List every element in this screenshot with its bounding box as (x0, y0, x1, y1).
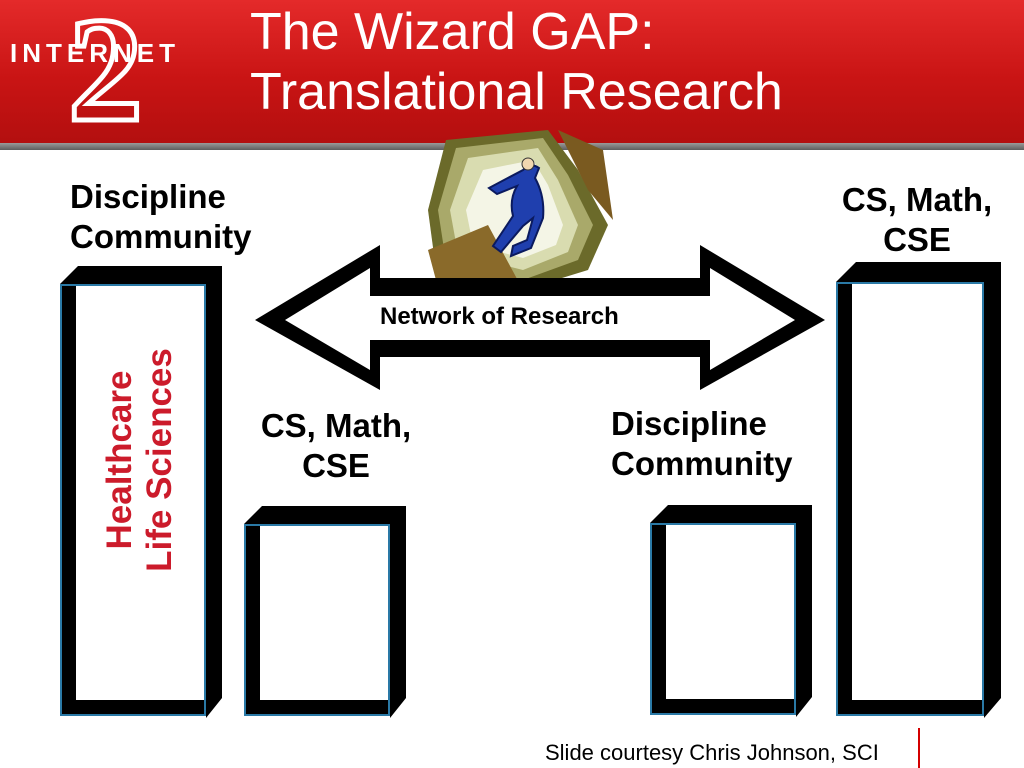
label-line: Discipline (70, 178, 226, 215)
double-headed-arrow (255, 245, 825, 390)
label-line: Discipline (611, 405, 767, 442)
label-cs-math-cse-right: CS, Math, CSE (812, 180, 1022, 260)
label-discipline-community-left: Discipline Community (70, 177, 252, 257)
label-line: CSE (302, 447, 370, 484)
slide-credit: Slide courtesy Chris Johnson, SCI (545, 740, 879, 765)
label-line: Community (611, 445, 793, 482)
label-line: CS, Math, (841, 181, 993, 218)
bar-3d-shadow (836, 262, 1001, 718)
bar-front-face (650, 523, 796, 715)
label-discipline-community-middle: Discipline Community (611, 404, 793, 484)
logo-text: INTERNET (10, 38, 180, 68)
label-line: Community (70, 218, 252, 255)
healthcare-life-sciences-text: Healthcare Life Sciences (100, 310, 180, 610)
text-cursor-mark (918, 728, 920, 768)
bar-front-face (836, 282, 984, 716)
bar-front-face (60, 284, 206, 716)
internet2-logo: 2 (66, 8, 146, 136)
title-line-2: Translational Research (250, 63, 783, 121)
bar-front-face (244, 524, 390, 716)
logo-numeral: 2 (68, 8, 143, 136)
label-line: CSE (883, 221, 951, 258)
slide-title: The Wizard GAP: Translational Research (250, 2, 783, 122)
climber-clipart-image (428, 130, 613, 290)
label-cs-math-cse-middle: CS, Math, CSE (236, 406, 436, 486)
vertical-text-line: Life Sciences (140, 348, 179, 572)
label-line: CS, Math, (260, 407, 412, 444)
title-line-1: The Wizard GAP: (250, 3, 655, 61)
network-of-research-label: Network of Research (380, 303, 619, 330)
vertical-text-line: Healthcare (100, 370, 139, 550)
header-banner: 2 INTERNET The Wizard GAP: Translational… (0, 0, 1024, 143)
